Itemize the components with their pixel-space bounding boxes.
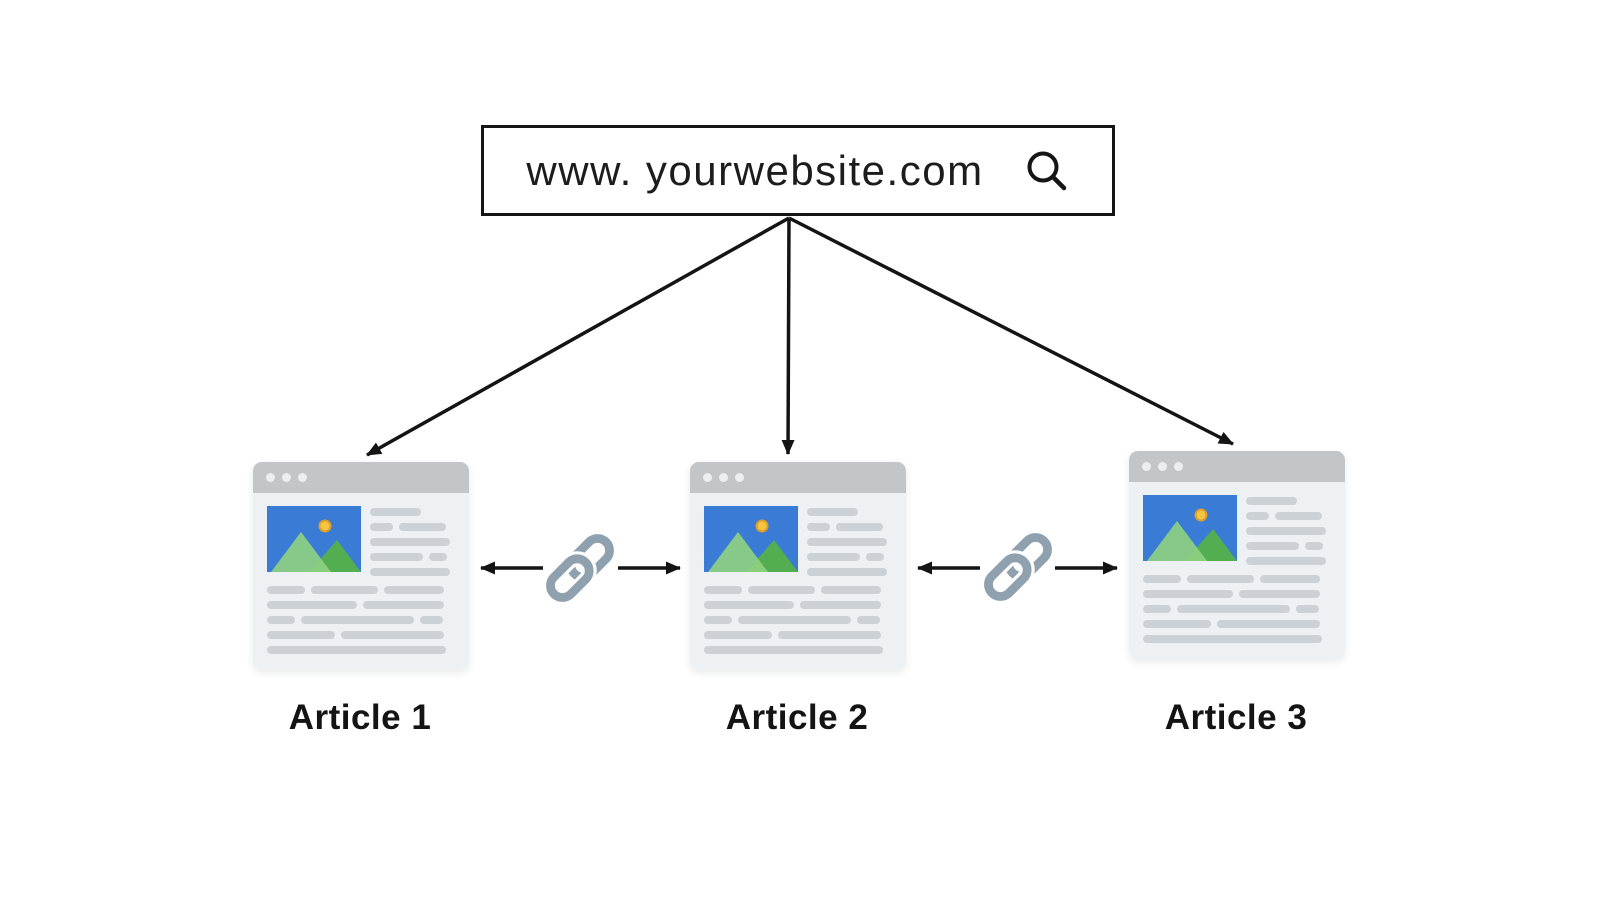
window-dot-icon <box>1174 462 1183 471</box>
chain-link-icon <box>980 533 1052 605</box>
browser-titlebar <box>253 462 469 493</box>
article-card-1[interactable] <box>253 462 469 670</box>
article-image-icon <box>704 506 798 572</box>
browser-window-mockup <box>1129 451 1345 659</box>
window-dot-icon <box>735 473 744 482</box>
window-dot-icon <box>282 473 291 482</box>
text-lines-body <box>1143 575 1331 643</box>
window-dot-icon <box>298 473 307 482</box>
article-card-3[interactable] <box>1129 451 1345 659</box>
arrow-to-article-2 <box>781 217 795 455</box>
arrow-to-article-1 <box>366 216 790 457</box>
text-lines-body <box>267 586 455 654</box>
browser-titlebar <box>1129 451 1345 482</box>
window-dot-icon <box>719 473 728 482</box>
urlbar-to-article-arrows <box>366 216 1234 457</box>
chain-link-icon <box>542 534 614 606</box>
url-bar[interactable]: www. yourwebsite.com <box>481 125 1115 216</box>
article-label-3: Article 3 <box>1164 698 1308 737</box>
browser-window-mockup <box>690 462 906 670</box>
text-lines-side <box>370 506 455 576</box>
article-label-2: Article 2 <box>725 698 869 737</box>
browser-titlebar <box>690 462 906 493</box>
article-content <box>690 493 906 670</box>
article-content <box>253 493 469 670</box>
article-content <box>1129 482 1345 659</box>
article-image-icon <box>1143 495 1237 561</box>
text-lines-body <box>704 586 892 654</box>
text-lines-side <box>1246 495 1331 565</box>
window-dot-icon <box>703 473 712 482</box>
article-label-1: Article 1 <box>288 698 432 737</box>
url-text: www. yourwebsite.com <box>526 146 984 194</box>
text-lines-side <box>807 506 892 576</box>
arrow-to-article-3 <box>788 216 1234 446</box>
window-dot-icon <box>1158 462 1167 471</box>
article-card-2[interactable] <box>690 462 906 670</box>
article-image-icon <box>267 506 361 572</box>
search-icon[interactable] <box>1024 148 1070 194</box>
browser-window-mockup <box>253 462 469 670</box>
window-dot-icon <box>1142 462 1151 471</box>
window-dot-icon <box>266 473 275 482</box>
